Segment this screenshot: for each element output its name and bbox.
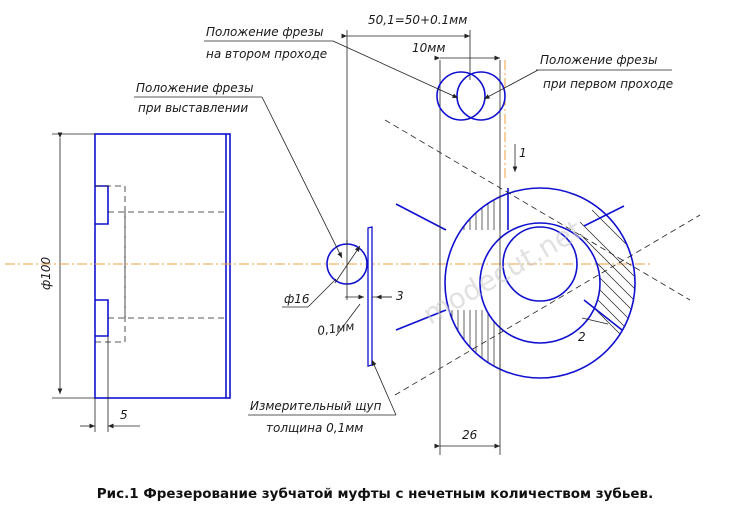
marker-1: 1 [512, 144, 527, 172]
note-second-pass: Положение фрезы на втором проходе [204, 25, 459, 99]
keyway-top [95, 185, 109, 225]
svg-text:толщина 0,1мм: толщина 0,1мм [266, 421, 363, 435]
cutter-second-pass [436, 71, 486, 121]
dimension-dia-16: ф16 [282, 278, 337, 308]
svg-text:Положение фрезы: Положение фрезы [540, 53, 658, 67]
bore-circle [502, 226, 578, 302]
tooth-flank [583, 205, 625, 227]
dimension-offset: 50,1=50+0.1мм [341, 13, 470, 39]
cutter-first-pass [456, 71, 506, 121]
watermark: modecut.net [417, 213, 588, 331]
dimension-10mm: 10мм [412, 41, 500, 61]
svg-text:при первом проходе: при первом проходе [543, 77, 673, 91]
svg-text:3: 3 [396, 289, 404, 303]
note-first-pass: Положение фрезы при первом проходе [483, 53, 673, 100]
dia-16-label: ф16 [284, 292, 310, 306]
keyway-bottom [95, 299, 109, 337]
tooth-flank [395, 309, 447, 331]
dimension-26: 26 [434, 428, 500, 449]
dimension-dia-100: ф100 [39, 132, 95, 399]
offset-label: 50,1=50+0.1мм [368, 13, 467, 27]
figure-caption: Рис.1 Фрезерование зубчатой муфты с нече… [96, 486, 654, 502]
svg-text:Положение фрезы: Положение фрезы [136, 81, 254, 95]
gear-outer-circle [444, 187, 636, 379]
tooth-flank [395, 203, 447, 231]
svg-text:Измерительный щуп: Измерительный щуп [250, 399, 382, 413]
dia-100-label: ф100 [39, 256, 53, 290]
coupling-body-outline [94, 133, 231, 399]
width-26-label: 26 [462, 428, 478, 442]
svg-text:при выставлении: при выставлении [138, 101, 248, 115]
note-probe: Измерительный щуп толщина 0,1мм [248, 359, 397, 435]
tooth-flank [583, 299, 623, 331]
svg-text:на втором проходе: на втором проходе [206, 47, 327, 61]
svg-text:2: 2 [578, 330, 586, 344]
marker-2: 2 [578, 317, 609, 344]
depth-5-label: 5 [120, 408, 128, 422]
feeler-gauge [345, 226, 392, 367]
diagonal-axis-upper [384, 119, 691, 301]
cutter-setup [326, 240, 368, 300]
dimension-depth-5: 5 [80, 336, 140, 432]
marker-3: 3 [396, 289, 404, 303]
cutter-passes [436, 71, 506, 121]
coupling-side-view [94, 133, 231, 399]
hidden-bore [95, 185, 126, 343]
svg-text:Положение фрезы: Положение фрезы [206, 25, 324, 39]
note-setup: Положение фрезы при выставлении [134, 81, 343, 259]
gear-inner-circle [479, 222, 601, 344]
width-10-label: 10мм [412, 41, 445, 55]
gap-label: 0,1мм [316, 319, 355, 338]
dimension-gap: 0,1мм [316, 303, 361, 338]
svg-text:1: 1 [519, 146, 527, 160]
diagonal-axis-lower [394, 214, 701, 396]
